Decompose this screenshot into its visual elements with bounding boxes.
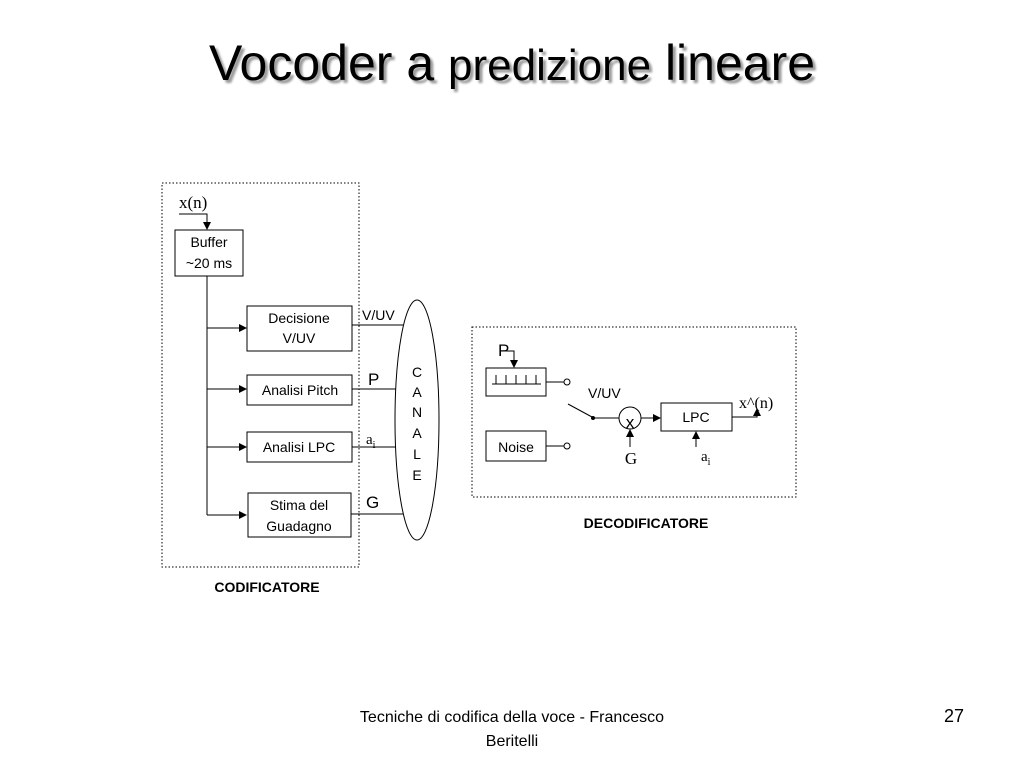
- decoder-p-arrow: [505, 350, 518, 368]
- noise-switch-terminal: [563, 442, 571, 450]
- decoder-vuv-label: V/UV: [588, 385, 621, 401]
- decision-block: [246, 305, 353, 352]
- switch-pivot: [591, 416, 595, 420]
- decoder-caption: DECODIFICATORE: [584, 515, 709, 531]
- channel: C A N A L E: [394, 299, 440, 541]
- output-signal-label: x^(n): [739, 395, 773, 412]
- lpc-analysis-label: Analisi LPC: [263, 439, 335, 455]
- a-out-label: ai: [366, 432, 376, 451]
- channel-letter-1: C: [412, 364, 422, 380]
- gain-block: [247, 492, 352, 538]
- gain-label-line1: Stima del: [270, 497, 328, 513]
- encoder-frame: [161, 182, 360, 568]
- decoder-frame: [471, 326, 797, 498]
- decoder-a-letter: a: [701, 449, 708, 465]
- vuv-out-label: V/UV: [362, 307, 395, 323]
- slide-title: Vocoder a predizione lineare: [0, 34, 1024, 92]
- vuv-switch-arm: [567, 403, 593, 418]
- decoder-a-label: ai: [701, 449, 711, 468]
- buffer-label-line1: Buffer: [190, 234, 227, 250]
- encoder-caption: CODIFICATORE: [214, 579, 319, 595]
- channel-letter-2: A: [412, 384, 422, 400]
- page-number: 27: [943, 706, 964, 726]
- channel-letter-5: L: [413, 446, 421, 462]
- g-out-label: G: [366, 493, 379, 512]
- channel-letter-4: A: [412, 425, 422, 441]
- noise-label: Noise: [498, 439, 534, 455]
- a-out-subscript: i: [373, 440, 376, 451]
- slide-title-part2: predizione: [448, 41, 652, 90]
- buffer-block: [174, 229, 244, 277]
- decision-label-line2: V/UV: [283, 330, 316, 346]
- decoder-g-label: G: [625, 449, 637, 468]
- pulse-train-icon: [492, 375, 541, 385]
- a-out-letter: a: [366, 432, 373, 448]
- gain-label-line2: Guadagno: [266, 518, 332, 534]
- channel-letter-6: E: [412, 467, 421, 483]
- p-out-label: P: [368, 370, 379, 389]
- slide-title-part3: lineare: [651, 35, 816, 91]
- pitch-block: [246, 374, 353, 406]
- decoder-a-subscript: i: [708, 457, 711, 468]
- lpc-synthesis-block: [660, 402, 733, 432]
- pitch-label: Analisi Pitch: [262, 382, 338, 398]
- decoder-p-label: P: [498, 341, 509, 360]
- channel-ellipse: [394, 299, 440, 541]
- lpc-analysis-block: [246, 431, 353, 463]
- lpc-synthesis-label: LPC: [682, 409, 709, 425]
- buffer-label-line2: ~20 ms: [186, 255, 232, 271]
- input-arrow: [179, 213, 211, 230]
- output-arrow: [732, 408, 761, 418]
- pulse-switch-terminal: [563, 378, 571, 386]
- input-signal-label: x(n): [179, 193, 207, 212]
- encoder-section: x(n) Buffer ~20 ms Decisione V/UV Analis…: [161, 182, 404, 568]
- slide-footer: Tecniche di codifica della voce - France…: [359, 709, 665, 750]
- decoder-section: P Noise V/UV x G LPC ai x^(n): [471, 326, 797, 498]
- slide-title-part1: Vocoder a: [208, 35, 449, 91]
- multiplier-symbol: x: [626, 413, 635, 432]
- channel-letter-3: N: [412, 404, 422, 420]
- decision-label-line1: Decisione: [268, 310, 330, 326]
- noise-block: [485, 430, 547, 462]
